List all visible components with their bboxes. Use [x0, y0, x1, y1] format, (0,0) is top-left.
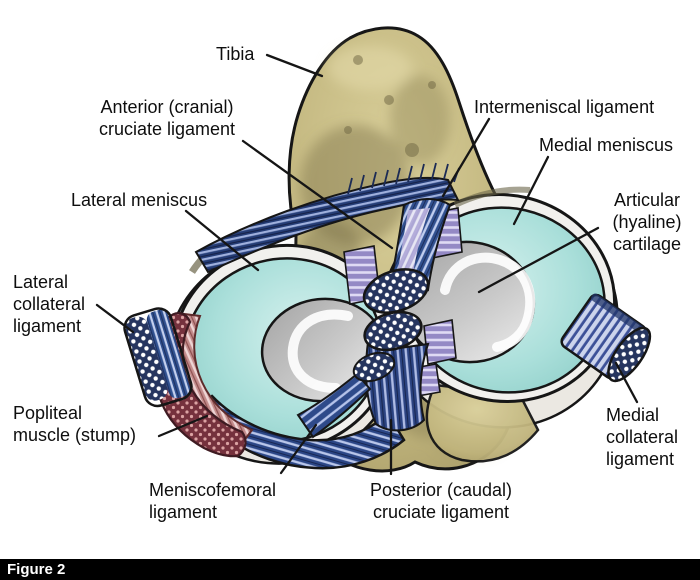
label-pcl: Posterior (caudal) cruciate ligament — [369, 480, 513, 522]
figure-caption-bar: Figure 2 — [0, 559, 700, 580]
label-acl: Anterior (cranial) cruciate ligament — [98, 97, 236, 139]
leader-articular — [477, 226, 600, 294]
meniscofemoral-cut-face — [352, 351, 396, 383]
bone-pits — [344, 55, 436, 157]
bone-lower-lobe — [425, 383, 540, 463]
label-meniscofemoral: Meniscofemoral ligament — [149, 480, 277, 522]
label-medial-meniscus: Medial meniscus — [539, 135, 674, 155]
leader-lateral-meniscus — [184, 209, 260, 272]
leader-acl — [241, 139, 394, 250]
figure-caption: Figure 2 — [7, 561, 66, 578]
acl-cut-face — [362, 268, 430, 314]
label-popliteal: Popliteal muscle (stump) — [13, 403, 137, 445]
leader-lines — [95, 53, 639, 476]
pcl-cut-face — [363, 310, 423, 352]
label-intermeniscal: Intermeniscal ligament — [474, 97, 655, 117]
label-lateral-meniscus: Lateral meniscus — [71, 190, 208, 210]
label-mcl: Medial collateral ligament — [606, 405, 679, 469]
leader-intermeniscal — [441, 117, 491, 198]
leader-popliteal — [157, 414, 209, 438]
anterior-cruciate-ligament-shape — [362, 198, 452, 314]
leader-medial-meniscus — [512, 155, 550, 226]
label-articular-cartilage: Articular (hyaline) cartilage — [612, 190, 682, 254]
medial-collateral-ligament-shape — [560, 293, 652, 383]
leader-meniscofemoral — [279, 423, 318, 475]
leader-lcl — [95, 303, 135, 334]
leader-mcl — [614, 361, 639, 404]
leader-tibia — [265, 53, 324, 78]
label-lcl: Lateral collateral ligament — [13, 272, 86, 336]
lateral-collateral-ligament-shape — [123, 307, 193, 408]
label-tibia: Tibia — [216, 44, 255, 64]
meniscofemoral-ligament-shape — [296, 351, 396, 439]
